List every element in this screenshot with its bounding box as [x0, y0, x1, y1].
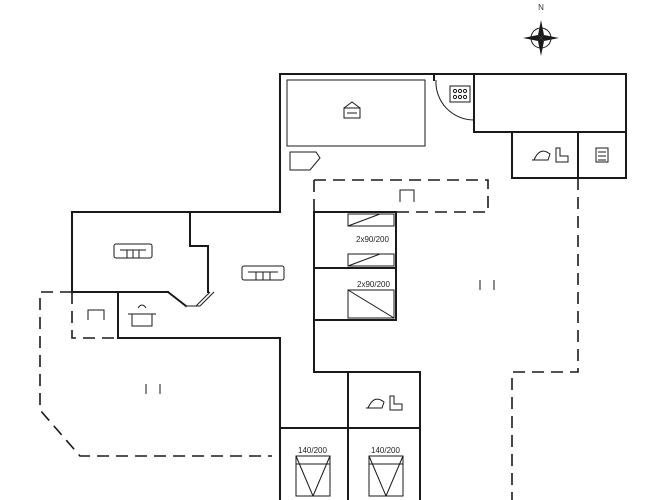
compass-icon: N — [523, 3, 559, 56]
bedroom-double-right: 140/200 — [368, 446, 404, 497]
door-mark — [186, 291, 215, 307]
toilet-icon — [389, 395, 403, 411]
bed-size-label: 2x90/200 — [357, 280, 390, 289]
terrace-outlines — [39, 178, 579, 500]
compass-north-label: N — [538, 3, 544, 12]
toilet-icon — [555, 147, 569, 163]
spa-area — [286, 79, 426, 171]
door-swing — [435, 79, 475, 121]
bed-size-label: 2x90/200 — [356, 235, 389, 244]
terrace-marks — [145, 280, 495, 394]
sofa-icon — [241, 265, 285, 281]
bedroom-lower-twin: 2x90/200 — [347, 280, 395, 319]
bed-size-label: 140/200 — [298, 446, 327, 455]
sofa-icon — [113, 243, 153, 259]
spa-icon — [343, 101, 361, 119]
walls — [71, 73, 627, 500]
shower-icon — [532, 150, 551, 161]
bedroom-double-left: 140/200 — [295, 446, 331, 497]
sauna-stove-icon — [449, 85, 471, 103]
shower-icon — [366, 398, 385, 409]
bed-size-label: 140/200 — [371, 446, 400, 455]
heater-icon — [595, 147, 609, 163]
bedroom-upper-twin: 2x90/200 — [347, 213, 395, 267]
kitchen-stove-icon — [128, 304, 156, 327]
